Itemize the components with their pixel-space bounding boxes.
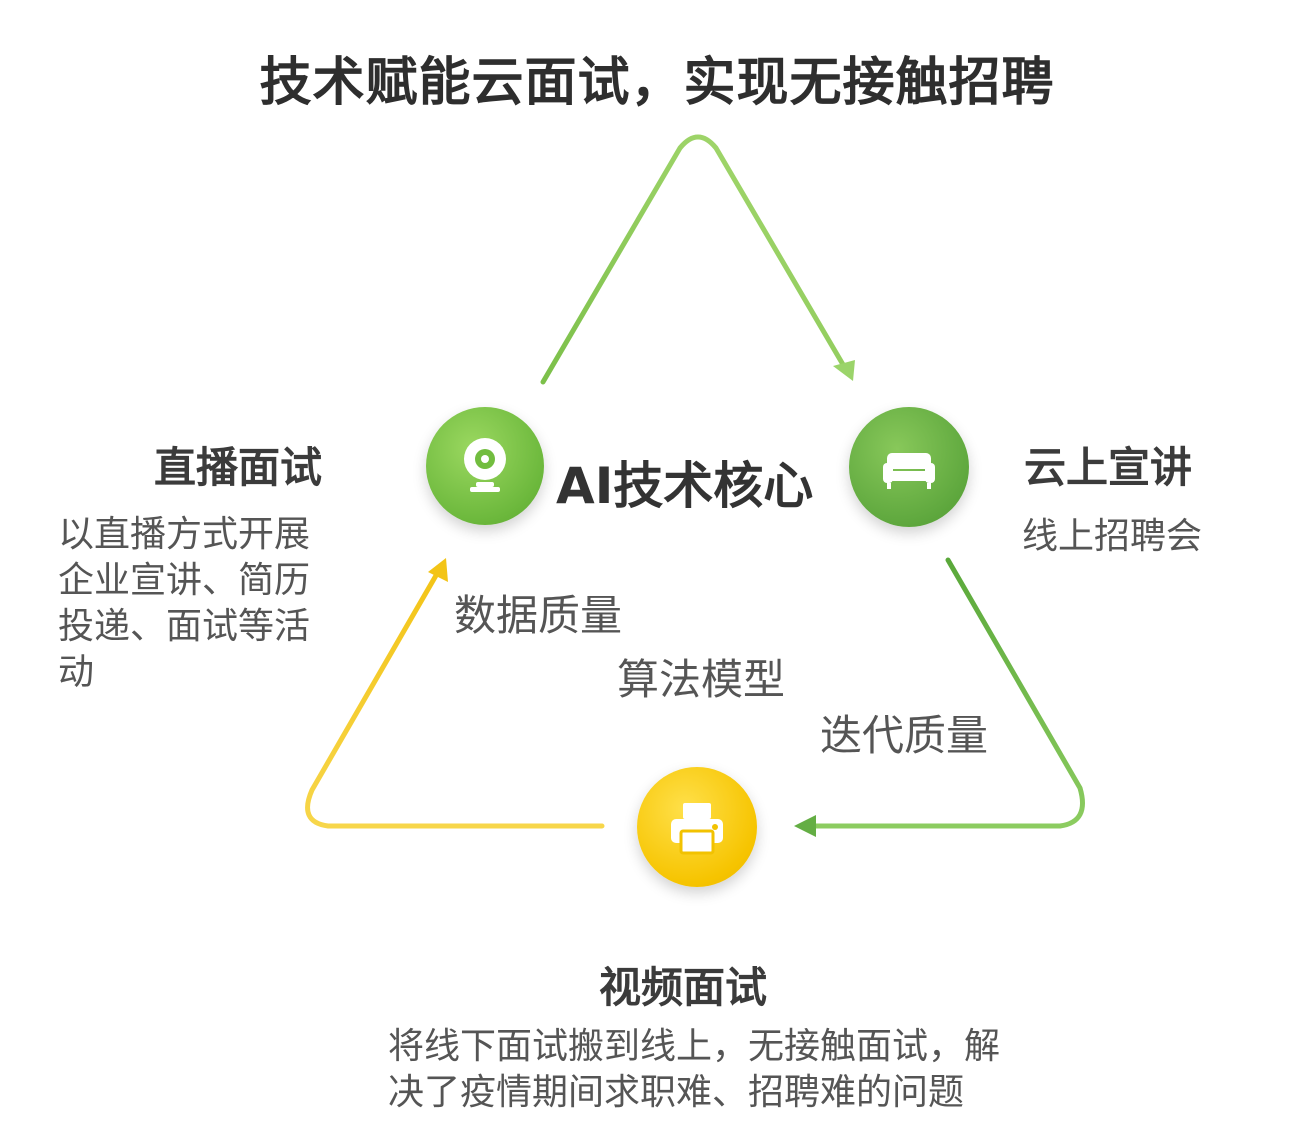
arrow-live-to-cloud xyxy=(540,134,848,385)
node-live-interview xyxy=(426,407,544,525)
cloud-presentation-title: 云上宣讲 xyxy=(1024,443,1193,492)
arrow-video-to-live xyxy=(305,569,605,829)
cloud-presentation-description: 线上招聘会 xyxy=(1022,514,1202,560)
printer-icon xyxy=(671,803,723,855)
sofa-icon xyxy=(883,453,935,489)
page-title: 技术赋能云面试，实现无接触招聘 xyxy=(259,53,1055,113)
description-line: 企业宣讲、简历 xyxy=(58,560,311,601)
arrowhead-cloud xyxy=(833,360,855,381)
core-label: AI技术核心 xyxy=(556,457,814,515)
node-video-interview xyxy=(637,767,757,887)
webcam-icon xyxy=(464,438,506,492)
feature-data-quality: 数据质量 xyxy=(454,591,623,640)
live-interview-title: 直播面试 xyxy=(154,443,323,492)
description-line: 将线下面试搬到线上，无接触面试，解 xyxy=(388,1026,1001,1067)
feature-iteration-quality: 迭代质量 xyxy=(820,711,989,760)
arrowhead-video xyxy=(794,815,816,837)
description-line: 线上招聘会 xyxy=(1022,516,1203,557)
arrowhead-live xyxy=(428,558,448,582)
description-line: 投递、面试等活 xyxy=(58,606,311,647)
video-interview-title: 视频面试 xyxy=(599,963,768,1012)
video-interview-description: 将线下面试搬到线上，无接触面试，解 决了疫情期间求职难、招聘难的问题 xyxy=(388,1024,1000,1116)
feature-algorithm-model: 算法模型 xyxy=(617,655,786,704)
description-line: 决了疫情期间求职难、招聘难的问题 xyxy=(388,1072,965,1113)
arrow-cloud-to-video xyxy=(805,557,1085,829)
live-interview-description: 以直播方式开展 企业宣讲、简历 投递、面试等活 动 xyxy=(58,512,358,696)
node-cloud-presentation xyxy=(849,407,969,527)
description-line: 以直播方式开展 xyxy=(58,514,311,555)
description-line: 动 xyxy=(58,652,95,693)
